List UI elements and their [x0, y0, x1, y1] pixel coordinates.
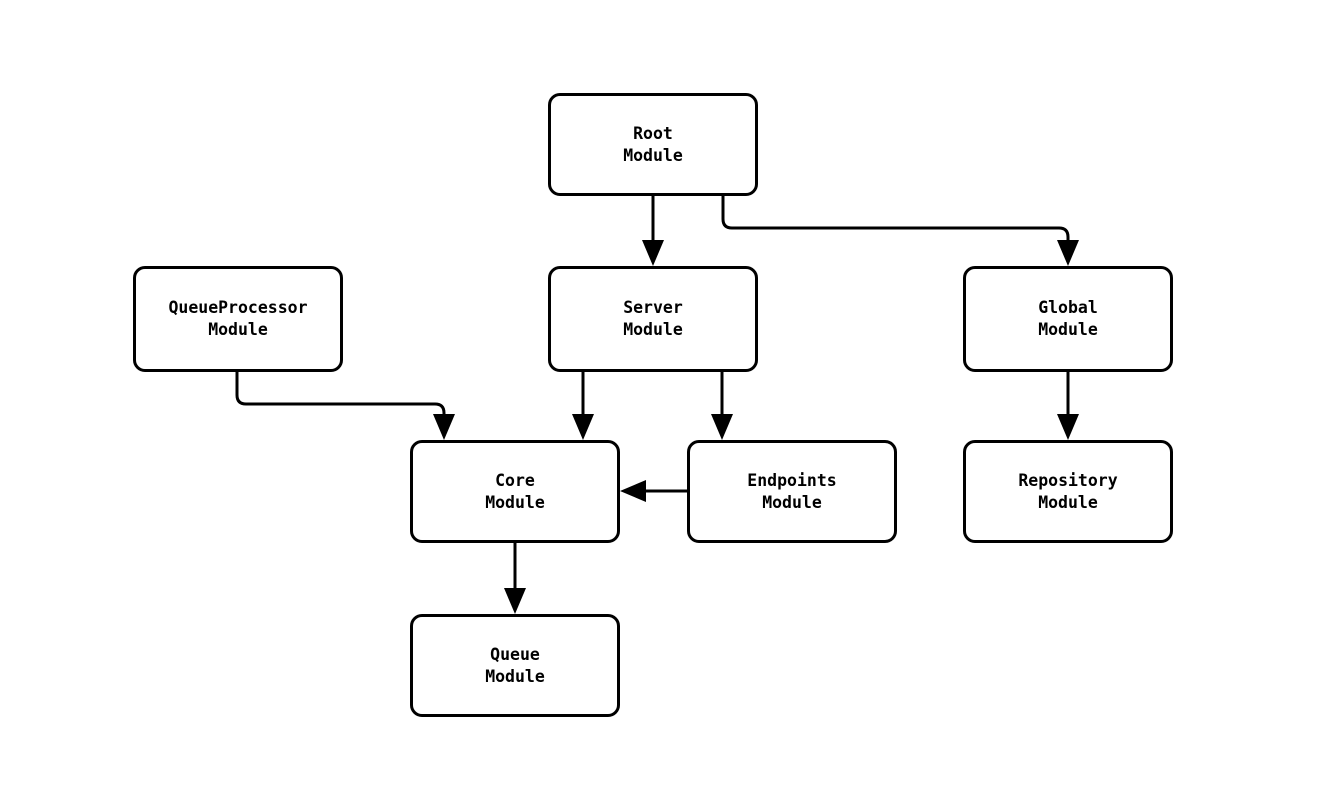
- node-queueprocessor-module[interactable]: QueueProcessor Module: [133, 266, 343, 372]
- node-root-module-label-line1: Root: [633, 123, 673, 143]
- edge-server-to-endpoints: [711, 372, 733, 440]
- node-endpoints-module-label-line1: Endpoints: [747, 470, 837, 490]
- node-global-module-label-line1: Global: [1038, 298, 1098, 317]
- node-server-module[interactable]: Server Module: [548, 266, 758, 372]
- node-core-module[interactable]: Core Module: [410, 440, 620, 543]
- node-global-module[interactable]: Global Module: [963, 266, 1173, 372]
- node-queue-module[interactable]: Queue Module: [410, 614, 620, 717]
- node-endpoints-module-label-line2: Module: [762, 492, 822, 512]
- node-core-module-label-line1: Core: [495, 470, 535, 490]
- edge-global-to-repository: [1057, 372, 1079, 440]
- node-core-module-label-line2: Module: [485, 492, 545, 512]
- node-server-module-label-line1: Server: [623, 298, 683, 317]
- node-repository-module[interactable]: Repository Module: [963, 440, 1173, 543]
- edge-server-to-core: [572, 372, 594, 440]
- edge-core-to-queue: [504, 543, 526, 614]
- node-server-module-label-line2: Module: [623, 320, 683, 339]
- node-global-module-label-line2: Module: [1038, 320, 1098, 339]
- node-root-module-label-line2: Module: [623, 145, 683, 165]
- node-queueprocessor-module-label-line1: QueueProcessor: [168, 298, 308, 317]
- node-repository-module-label-line1: Repository: [1018, 470, 1118, 490]
- node-root-module[interactable]: Root Module: [548, 93, 758, 196]
- node-queue-module-label-line1: Queue: [490, 644, 540, 664]
- node-queue-module-label-line2: Module: [485, 666, 545, 686]
- node-queueprocessor-module-label-line2: Module: [208, 320, 268, 339]
- edge-endpoints-to-core: [620, 480, 687, 502]
- edge-root-to-global: [721, 196, 1079, 266]
- edge-root-to-server: [642, 196, 664, 266]
- node-endpoints-module[interactable]: Endpoints Module: [687, 440, 897, 543]
- node-repository-module-label-line2: Module: [1038, 492, 1098, 512]
- edge-queueprocessor-to-core: [235, 372, 455, 440]
